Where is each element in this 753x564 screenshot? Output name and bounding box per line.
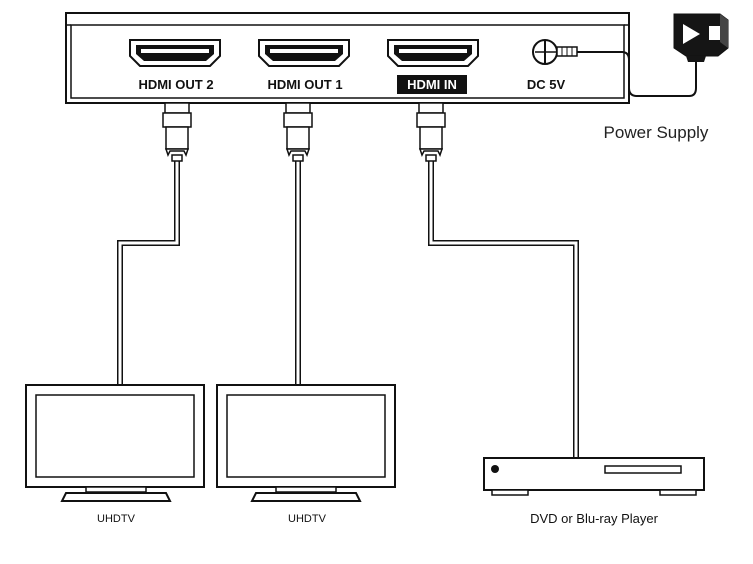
hdmi-out-2-label: HDMI OUT 2 (138, 77, 213, 92)
hdmi-out-1-label: HDMI OUT 1 (267, 77, 342, 92)
hdmi-out-1-port (258, 39, 350, 67)
hdmi-cable-out-1 (283, 102, 313, 390)
uhdtv-1 (25, 384, 205, 502)
hdmi-out-2-port (129, 39, 221, 67)
power-supply-label: Power Supply (604, 123, 709, 142)
hdmi-in-port (387, 39, 479, 67)
hdmi-cable-out-2 (117, 102, 192, 392)
uhdtv-2-label: UHDTV (288, 513, 327, 525)
dvd-bluray-player-label: DVD or Blu-ray Player (530, 511, 659, 526)
hdmi-cable-in (416, 102, 579, 462)
dvd-bluray-player (483, 457, 705, 496)
dc-5v-label: DC 5V (527, 77, 566, 92)
power-adapter-icon (673, 13, 729, 62)
power-cable (556, 46, 697, 97)
hdmi-in-label-background (397, 75, 467, 94)
uhdtv-1-label: UHDTV (97, 513, 136, 525)
dc-power-jack (532, 39, 558, 65)
uhdtv-2 (216, 384, 396, 502)
hdmi-in-label: HDMI IN (407, 77, 457, 92)
